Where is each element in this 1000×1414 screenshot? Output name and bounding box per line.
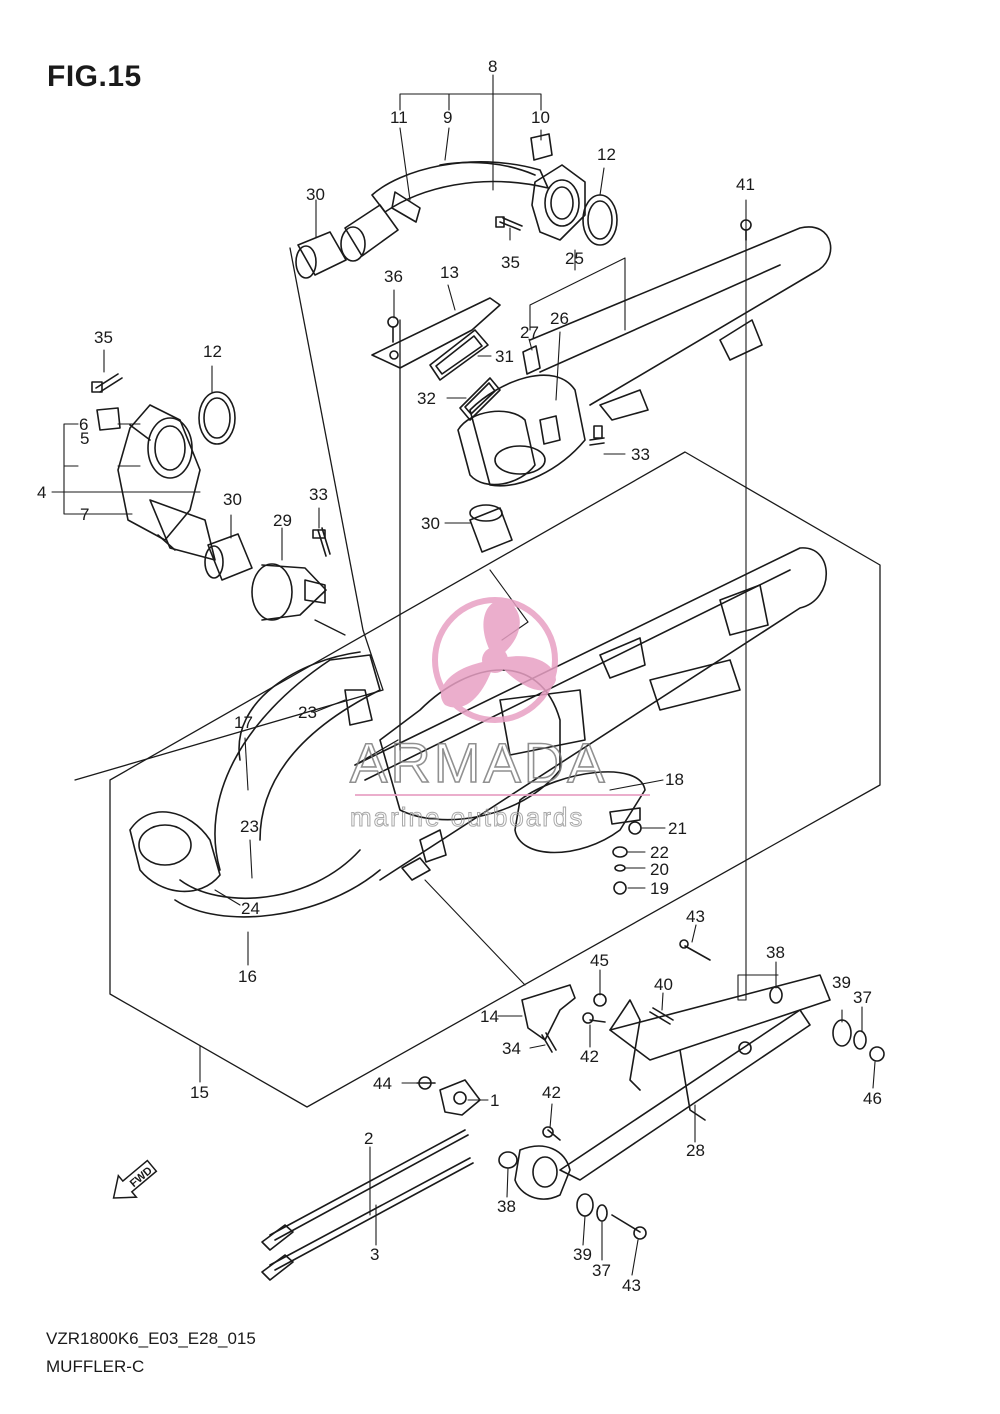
- callout-10: 10: [531, 108, 550, 127]
- left-joint-pipe: [96, 404, 216, 561]
- callout-22: 22: [650, 843, 669, 862]
- callout-12-upper: 12: [597, 145, 616, 164]
- callout-41: 41: [736, 175, 755, 194]
- callout-33-upper: 33: [631, 445, 650, 464]
- bolt-33-upper: [589, 425, 605, 446]
- callout-36: 36: [384, 267, 403, 286]
- fwd-arrow-icon: FWD: [112, 1159, 158, 1199]
- callout-35-upper: 35: [501, 253, 520, 272]
- callout-labels: 1 2 3 4 5 6 7 8 9 10 11 12 12 13 14 15 1…: [37, 57, 882, 1295]
- callout-31: 31: [495, 347, 514, 366]
- callout-1: 1: [490, 1091, 499, 1110]
- callout-34: 34: [502, 1039, 521, 1058]
- bolt-33-left: [312, 527, 331, 557]
- control-cables-2-3: [261, 1129, 474, 1281]
- upper-muffler: [457, 226, 832, 487]
- callout-35-left: 35: [94, 328, 113, 347]
- callout-2: 2: [364, 1129, 373, 1148]
- callout-17: 17: [234, 713, 253, 732]
- model-code: VZR1800K6_E03_E28_015: [46, 1329, 256, 1348]
- assembly-box-left: [74, 247, 401, 781]
- bracket-13: [371, 297, 501, 369]
- callout-14: 14: [480, 1007, 499, 1026]
- callout-30-upper: 30: [306, 185, 325, 204]
- callout-39-right: 39: [832, 973, 851, 992]
- assembly-box-15: [109, 451, 881, 1108]
- callout-37-right: 37: [853, 988, 872, 1007]
- callout-19: 19: [650, 879, 669, 898]
- callout-13: 13: [440, 263, 459, 282]
- callout-20: 20: [650, 860, 669, 879]
- bolt-35-left: [91, 373, 123, 393]
- callout-39-lower: 39: [573, 1245, 592, 1264]
- callout-32: 32: [417, 389, 436, 408]
- callout-40: 40: [654, 975, 673, 994]
- callout-33-left: 33: [309, 485, 328, 504]
- bolt-35-upper: [495, 216, 523, 231]
- sleeve-30-left: [204, 533, 253, 581]
- bolt-34: [541, 1032, 557, 1053]
- callout-38-right: 38: [766, 943, 785, 962]
- callout-42-lower: 42: [542, 1083, 561, 1102]
- callout-42-upper: 42: [580, 1047, 599, 1066]
- callout-43-upper: 43: [686, 907, 705, 926]
- gasket-32: [459, 377, 501, 421]
- callout-38-lower: 38: [497, 1197, 516, 1216]
- bracket-14: [521, 984, 576, 1041]
- callout-26: 26: [550, 309, 569, 328]
- callout-5: 5: [80, 429, 89, 448]
- callout-46: 46: [863, 1089, 882, 1108]
- upper-exhaust-pipe: [340, 133, 586, 262]
- watermark-propeller-icon: [432, 597, 558, 723]
- actuator-1-44: [416, 1076, 481, 1116]
- hardware-19-22: [609, 807, 642, 895]
- callout-12-left: 12: [203, 342, 222, 361]
- callout-3: 3: [370, 1245, 379, 1264]
- callout-43-lower: 43: [622, 1276, 641, 1295]
- callout-7: 7: [80, 505, 89, 524]
- callout-25: 25: [565, 249, 584, 268]
- callout-6: 6: [79, 415, 88, 434]
- figure-title: FIG.15: [47, 60, 142, 93]
- callout-29: 29: [273, 511, 292, 530]
- callout-37-lower: 37: [592, 1261, 611, 1280]
- callout-27: 27: [520, 323, 539, 342]
- callout-18: 18: [665, 770, 684, 789]
- sleeve-30-middle: [469, 504, 513, 553]
- leader-lines: [51, 74, 876, 1276]
- callout-45: 45: [590, 951, 609, 970]
- callout-30-left: 30: [223, 490, 242, 509]
- callout-24: 24: [241, 899, 260, 918]
- callout-8: 8: [488, 57, 497, 76]
- callout-15: 15: [190, 1083, 209, 1102]
- sleeve-30-upper: [295, 231, 347, 279]
- gasket-12-upper: [582, 194, 618, 246]
- callout-23-bottom: 23: [240, 817, 259, 836]
- section-name: MUFFLER-C: [46, 1357, 145, 1376]
- gasket-12-left: [198, 391, 236, 445]
- main-exhaust-assembly: [129, 547, 828, 918]
- callout-11: 11: [390, 108, 408, 127]
- watermark-brand: ARMADA: [350, 731, 608, 794]
- watermark: ARMADA marine outboards: [349, 597, 650, 833]
- callout-44: 44: [373, 1074, 392, 1093]
- callout-16: 16: [238, 967, 257, 986]
- callout-4: 4: [37, 483, 46, 502]
- callout-23-top: 23: [298, 703, 317, 722]
- hardware-37-43-lower: [498, 1151, 647, 1240]
- watermark-tagline: marine outboards: [350, 802, 584, 832]
- gasket-31: [429, 329, 489, 381]
- callout-28: 28: [686, 1141, 705, 1160]
- bracket-frame-28: [514, 974, 831, 1200]
- callout-30-middle: 30: [421, 514, 440, 533]
- clamp-29: [251, 563, 327, 621]
- bolt-36: [387, 316, 399, 343]
- callout-9: 9: [443, 108, 452, 127]
- callout-21: 21: [668, 819, 687, 838]
